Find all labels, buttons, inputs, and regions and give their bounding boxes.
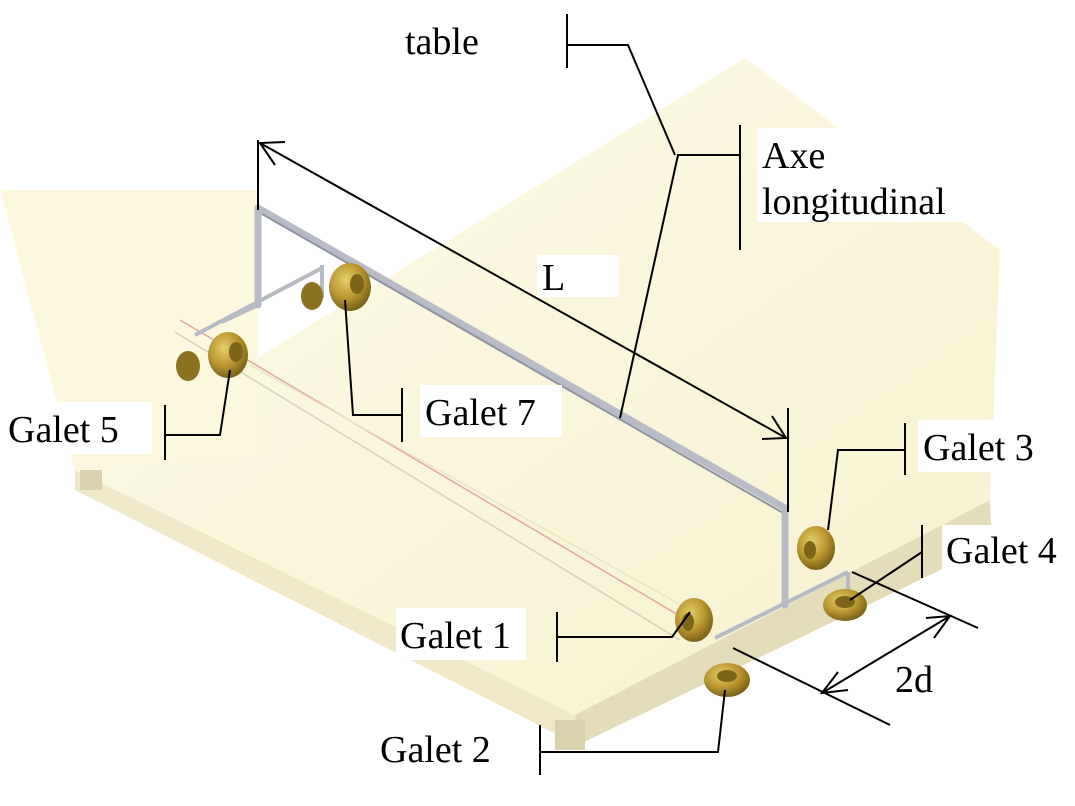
leader-axe bbox=[619, 154, 740, 419]
dim-2d-arrow-bottom bbox=[819, 671, 849, 695]
leader-table bbox=[567, 44, 676, 156]
dim-2d-ext-top bbox=[851, 571, 979, 629]
label-galet-7: Galet 7 bbox=[425, 392, 536, 434]
leader-galet2 bbox=[540, 689, 726, 753]
galet-3-wheel bbox=[797, 526, 835, 570]
galet-2-wheel bbox=[704, 663, 750, 697]
table-front-face bbox=[575, 500, 992, 745]
label-galet-1: Galet 1 bbox=[400, 615, 511, 657]
frame-right-crossbar bbox=[714, 570, 849, 640]
label-length-L: L bbox=[542, 257, 565, 299]
rail-line-red bbox=[179, 319, 691, 623]
table-leg-left bbox=[80, 470, 102, 490]
table-leg-front bbox=[555, 720, 585, 750]
label-galet-2: Galet 2 bbox=[380, 729, 491, 771]
label-galet-3: Galet 3 bbox=[923, 427, 1034, 469]
leader-galet7 bbox=[344, 299, 402, 416]
label-axe-line2: longitudinal bbox=[762, 181, 946, 223]
dim-L-line bbox=[259, 142, 787, 439]
frame-longitudinal-beam bbox=[254, 204, 789, 512]
label-spacing-2d: 2d bbox=[895, 659, 933, 701]
dim-2d-ext-bottom bbox=[732, 647, 891, 726]
dimension-2d bbox=[732, 571, 979, 726]
galet-1-wheel bbox=[675, 598, 713, 642]
leader-lines bbox=[164, 14, 923, 775]
label-table: table bbox=[405, 21, 479, 63]
dimension-L bbox=[257, 140, 789, 512]
leader-galet1 bbox=[557, 611, 691, 638]
labels: table Axe longitudinal L Galet 5 Galet 7… bbox=[0, 18, 1075, 774]
table-left-face bbox=[75, 470, 578, 745]
label-galet-4: Galet 4 bbox=[946, 530, 1057, 572]
label-axe-line1: Axe bbox=[762, 135, 825, 177]
dim-L-arrow-right bbox=[761, 415, 788, 440]
leader-galet3 bbox=[827, 449, 905, 531]
rail-line-grey bbox=[174, 331, 681, 641]
rail-line-far bbox=[249, 364, 691, 611]
dim-2d-line bbox=[821, 615, 951, 694]
galet-5-wheel bbox=[176, 332, 248, 381]
galet-7-wheel bbox=[301, 263, 371, 311]
frame-left-link bbox=[221, 303, 259, 324]
label-galet-5: Galet 5 bbox=[8, 409, 119, 451]
dim-L-arrow-left bbox=[258, 141, 286, 166]
leader-galet5 bbox=[165, 369, 231, 436]
leader-galet4 bbox=[849, 551, 923, 601]
dim-2d-arrow-top bbox=[925, 614, 953, 639]
table-background-fade bbox=[0, 190, 258, 470]
frame-left-crossbar bbox=[194, 266, 323, 337]
